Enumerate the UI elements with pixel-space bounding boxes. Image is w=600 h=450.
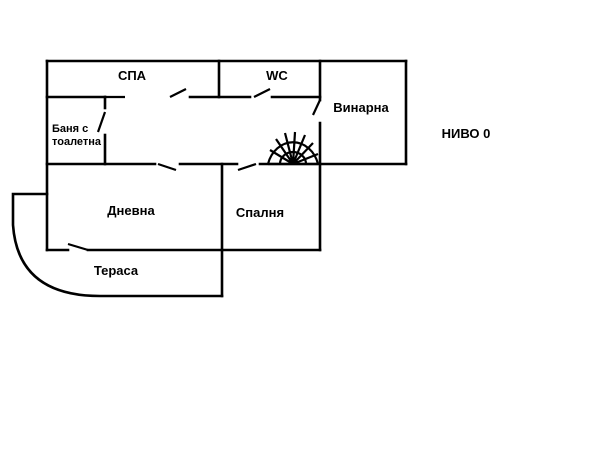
room-label-bedroom: Спалня <box>236 205 284 220</box>
room-label-wine-cellar: Винарна <box>333 100 389 115</box>
room-label-spa: СПА <box>118 68 147 83</box>
door-icon <box>312 99 321 116</box>
doors <box>67 88 321 252</box>
door-icon <box>237 162 257 172</box>
walls <box>11 59 408 298</box>
door-icon <box>253 88 271 98</box>
room-label-bathroom-line1: Баня с <box>52 123 88 135</box>
room-label-wc: WC <box>266 68 288 83</box>
level-label: НИВО 0 <box>442 126 491 141</box>
room-label-bathroom-line2: тоалетна <box>52 136 102 148</box>
door-icon <box>96 111 107 133</box>
room-labels: СПА WC Винарна Баня с тоалетна Дневна Сп… <box>52 68 490 278</box>
door-icon <box>67 242 89 252</box>
door-icon <box>157 162 177 172</box>
terrace-outline <box>11 192 224 298</box>
room-label-living-room: Дневна <box>107 203 155 218</box>
door-icon <box>169 88 187 98</box>
room-label-terrace: Тераса <box>94 263 139 278</box>
spiral-staircase-icon <box>266 131 320 166</box>
